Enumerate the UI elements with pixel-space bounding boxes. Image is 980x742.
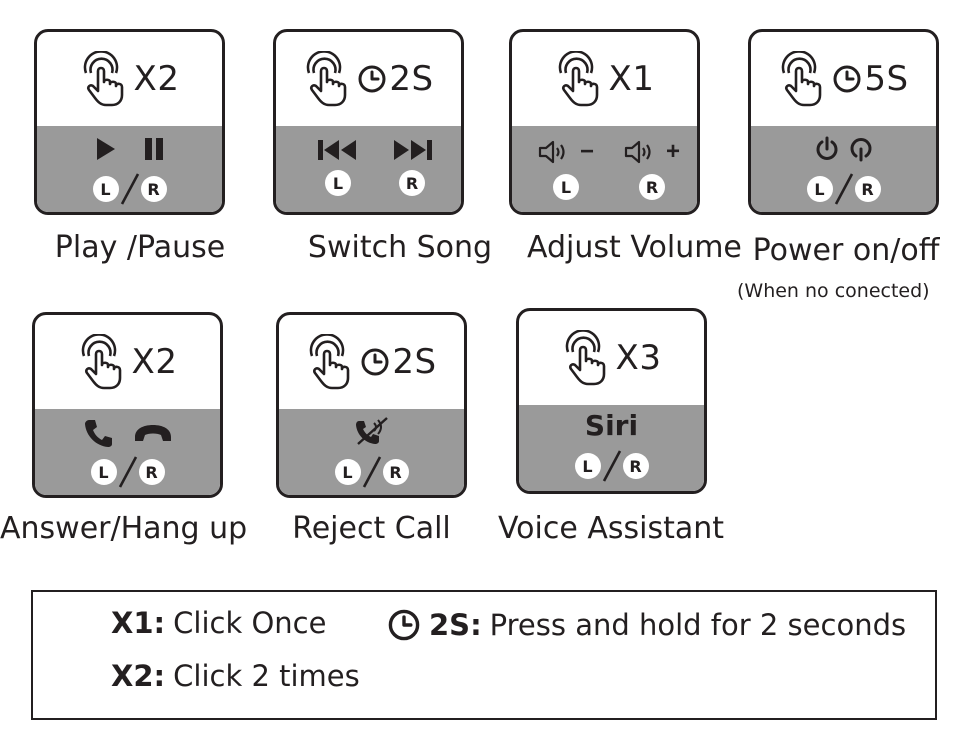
card-reject-call: 2S L R — [276, 312, 467, 498]
card-controls: L R — [279, 409, 464, 495]
touch-hand-icon — [80, 51, 128, 107]
left-badge: L — [553, 174, 579, 200]
card-voice-assistant: X3 Siri L R — [516, 308, 707, 494]
card-switch-song: 2S L R — [273, 29, 464, 215]
legend-x2-key: X2: — [111, 659, 166, 693]
slash-divider — [117, 455, 139, 489]
previous-track-icon — [318, 140, 356, 160]
left-badge: L — [325, 170, 351, 196]
clock-icon — [357, 64, 387, 94]
card-header: 5S — [751, 32, 936, 126]
legend-x2-text: Click 2 times — [173, 659, 360, 693]
caption-answer-hang: Answer/Hang up — [0, 511, 248, 546]
clock-icon — [360, 347, 390, 377]
gesture-label: X2 — [131, 342, 178, 382]
touch-hand-icon — [306, 334, 354, 390]
card-controls: − L + R — [512, 126, 697, 212]
gesture-label: 5S — [864, 59, 909, 99]
legend-x1: X1: Click Once — [111, 606, 326, 640]
card-controls: L R — [37, 126, 222, 212]
card-header: X1 — [512, 32, 697, 126]
gesture-label: X2 — [133, 59, 180, 99]
right-badge: R — [399, 170, 425, 196]
caption-adjust-volume: Adjust Volume — [527, 230, 742, 265]
card-header: 2S — [276, 32, 461, 126]
legend-hold-key: 2S: — [429, 608, 482, 642]
volume-minus-label: − — [579, 138, 594, 165]
legend-x2: X2: Click 2 times — [111, 659, 360, 693]
left-badge: L — [90, 459, 117, 485]
siri-label: Siri — [584, 409, 639, 442]
slash-divider — [119, 172, 141, 206]
touch-hand-icon — [78, 334, 126, 390]
card-controls: L R — [751, 126, 936, 212]
card-power: 5S L R — [748, 29, 939, 215]
right-badge: R — [138, 459, 165, 485]
next-track-icon — [394, 140, 432, 160]
power-alt-icon — [850, 138, 871, 162]
slash-divider — [361, 455, 383, 489]
touch-hand-icon — [778, 51, 826, 107]
caption-play-pause: Play /Pause — [54, 230, 226, 265]
gesture-label: 2S — [389, 59, 434, 99]
play-icon — [96, 138, 115, 160]
caption-power: Power on/off — [752, 233, 940, 268]
power-icon — [816, 136, 837, 160]
phone-hangup-icon — [134, 425, 171, 441]
right-badge: R — [382, 459, 409, 485]
slash-divider — [601, 449, 623, 483]
legend-hold: 2S: Press and hold for 2 seconds — [387, 608, 906, 642]
caption-reject-call: Reject Call — [292, 511, 451, 546]
card-header: X2 — [35, 315, 220, 409]
pause-icon — [144, 138, 163, 160]
volume-plus-label: + — [665, 138, 680, 165]
legend-x1-text: Click Once — [173, 606, 327, 640]
card-header: X2 — [37, 32, 222, 126]
legend-hold-text: Press and hold for 2 seconds — [489, 608, 907, 642]
card-adjust-volume: X1 − L + R — [509, 29, 700, 215]
touch-hand-icon — [562, 330, 610, 386]
right-badge: R — [639, 174, 665, 200]
slash-divider — [833, 172, 855, 206]
right-badge: R — [854, 176, 881, 202]
card-answer-hang: X2 L R — [32, 312, 223, 498]
card-header: X3 — [519, 311, 704, 405]
card-header: 2S — [279, 315, 464, 409]
left-badge: L — [806, 176, 833, 202]
volume-down-icon — [538, 140, 565, 164]
subcaption-power: (When no conected) — [737, 280, 930, 302]
card-controls: Siri L R — [519, 405, 704, 491]
left-badge: L — [574, 453, 601, 479]
right-badge: R — [140, 176, 167, 202]
caption-voice-assistant: Voice Assistant — [497, 511, 725, 546]
touch-hand-icon — [555, 51, 603, 107]
right-badge: R — [622, 453, 649, 479]
gesture-label: 2S — [392, 342, 437, 382]
caption-switch-song: Switch Song — [307, 230, 493, 265]
left-badge: L — [92, 176, 119, 202]
volume-up-icon — [624, 140, 651, 164]
card-controls: L R — [35, 409, 220, 495]
gesture-label: X3 — [615, 338, 662, 378]
clock-icon — [387, 608, 421, 642]
card-play-pause: X2 L R — [34, 29, 225, 215]
left-badge: L — [334, 459, 361, 485]
legend-box: X1: Click Once X2: Click 2 times 2S: Pre… — [31, 590, 937, 720]
legend-x1-key: X1: — [111, 606, 166, 640]
touch-hand-icon — [303, 51, 351, 107]
phone-reject-icon — [355, 417, 388, 445]
gesture-label: X1 — [608, 59, 655, 99]
card-controls: L R — [276, 126, 461, 212]
clock-icon — [832, 64, 862, 94]
phone-answer-icon — [84, 420, 112, 447]
